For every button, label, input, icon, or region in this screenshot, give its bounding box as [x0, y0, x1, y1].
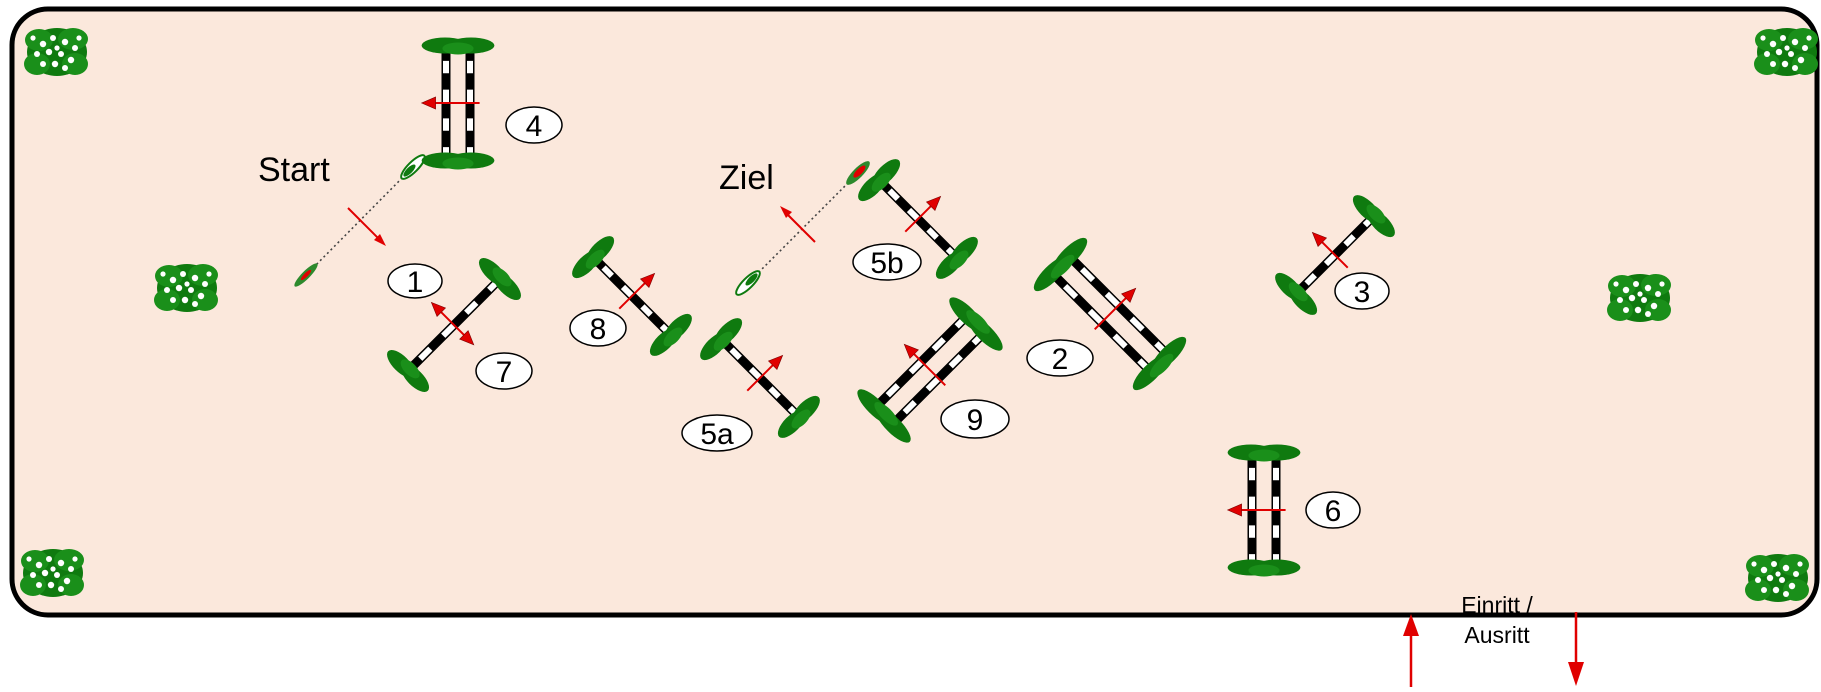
obstacle-number-5a: 5a [681, 414, 753, 452]
entrance-label-line1: Einritt / [1461, 592, 1533, 618]
direction-arrow-icon [347, 207, 386, 246]
numbers-layer: 1 2 3 4 5a 5b 6 7 [387, 106, 1390, 529]
shrub-icon [1754, 28, 1818, 76]
obstacle-number-label: 7 [496, 356, 513, 389]
obstacle-number-label: 1 [407, 266, 424, 299]
direction-arrow-icon [904, 195, 942, 233]
obstacle-number-7: 7 [475, 352, 533, 390]
direction-arrow-icon [1094, 287, 1137, 330]
obstacle-number-6: 6 [1305, 491, 1361, 529]
entrance-label-line2: Ausritt [1464, 622, 1530, 648]
shrub-icon [154, 264, 218, 312]
obstacle-number-1: 1 [387, 263, 443, 299]
direction-arrow-icon [746, 354, 784, 392]
direction-arrow-icon [1226, 503, 1286, 517]
finish-line [747, 172, 859, 284]
flag-marker-icon [846, 161, 870, 185]
jumps-layer [387, 37, 1395, 577]
shrub-icon [1745, 554, 1809, 602]
direction-arrow-icon [430, 301, 475, 346]
direction-arrow-icon [1311, 231, 1349, 269]
obstacle-number-label: 8 [590, 313, 607, 346]
obstacle-number-label: 3 [1354, 276, 1371, 309]
obstacle-number-5b: 5b [852, 243, 922, 281]
obstacle-number-9: 9 [940, 399, 1010, 439]
direction-arrow-icon [618, 272, 656, 310]
start-label: Start [258, 151, 330, 189]
direction-arrow-icon [420, 96, 480, 110]
direction-arrow-icon [780, 206, 816, 243]
obstacle-number-label: 5b [870, 247, 903, 280]
entry-arrow-icon [1403, 614, 1419, 687]
finish-label: Ziel [719, 159, 774, 197]
shrub-icon [24, 28, 88, 76]
arena-boundary [9, 6, 1820, 618]
obstacle-number-4: 4 [505, 106, 563, 144]
show-jump-icon [1227, 444, 1301, 577]
exit-arrow-icon [1568, 612, 1584, 686]
obstacle-number-2: 2 [1026, 339, 1094, 377]
obstacle-number-label: 6 [1325, 495, 1342, 528]
start-line [305, 166, 414, 276]
flag-marker-icon [400, 154, 426, 180]
obstacle-number-8: 8 [569, 309, 627, 347]
obstacle-number-label: 9 [967, 404, 984, 437]
direction-arrow-icon [903, 343, 946, 386]
shrub-icon [1607, 274, 1671, 322]
obstacle-number-label: 5a [700, 418, 734, 451]
flag-marker-icon [294, 263, 318, 287]
obstacle-number-label: 4 [526, 110, 543, 143]
obstacle-number-3: 3 [1334, 272, 1390, 310]
shrub-icon [20, 549, 84, 597]
obstacle-number-label: 2 [1052, 343, 1069, 376]
